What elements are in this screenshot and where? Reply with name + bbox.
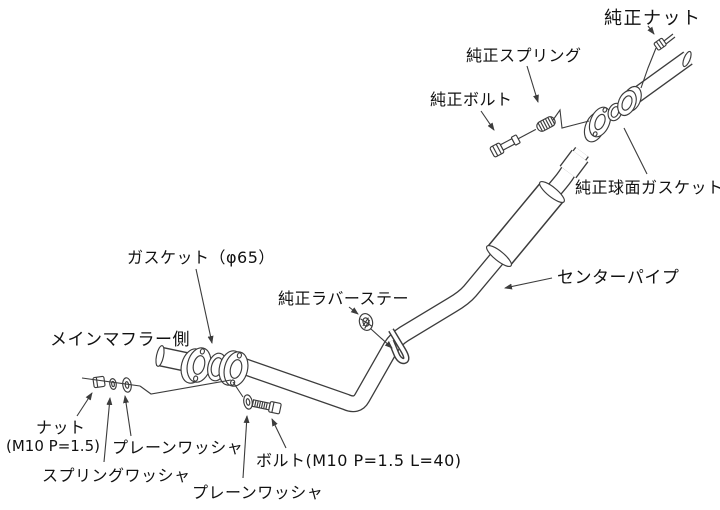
resonator — [486, 180, 565, 268]
leader-lines — [81, 47, 657, 398]
flange-bolt-hole — [199, 348, 206, 355]
labels: 純正ナット 純正スプリング 純正ボルト 純正球面ガスケット センターパイプ ガス… — [6, 8, 720, 502]
stub-open-end — [155, 345, 165, 367]
label-main-muffler-side: メインマフラー側 — [50, 330, 190, 350]
front-pipe-flange — [617, 85, 642, 117]
arrow-stay-to-hook — [370, 328, 393, 349]
arrow-oem-nut — [647, 25, 655, 35]
arrow-bolt — [271, 418, 287, 449]
oem-rubber-stay — [358, 313, 374, 331]
label-bolt-spec: ボルト(M10 P=1.5 L=40) — [256, 451, 462, 470]
arrow-center-pipe — [504, 277, 553, 290]
label-center-pipe: センターパイプ — [557, 268, 679, 288]
flange-bolt-hole — [192, 375, 199, 382]
oem-nut — [653, 37, 667, 51]
center-pipe-flange — [218, 350, 249, 387]
front-pipe — [629, 50, 693, 104]
flange-bolt-hole — [602, 107, 608, 113]
oem-bolt — [489, 128, 537, 158]
plain-washer-lower — [243, 394, 253, 410]
arrow-plain-washer-lower — [242, 415, 250, 479]
nut-m10 — [92, 375, 106, 389]
label-oem-spherical-gasket: 純正球面ガスケット — [575, 178, 720, 197]
bolt-m10 — [251, 399, 282, 415]
label-oem-spring: 純正スプリング — [466, 46, 582, 65]
flange-bolt-hole — [229, 379, 236, 386]
label-nut: ナット — [36, 418, 86, 437]
muffler-flange — [180, 347, 212, 384]
spring-washer — [109, 378, 117, 390]
flange-bolt-hole — [236, 352, 243, 359]
callout-arrows — [76, 25, 655, 479]
center-pipe-top-flange — [583, 106, 612, 143]
arrow-gasket-phi65 — [195, 268, 214, 344]
arrow-oem-bolt — [480, 110, 495, 131]
resonator-end-cap-upper — [539, 180, 565, 204]
front-pipe-open-end — [682, 50, 692, 68]
arrow-rubber-stay — [348, 306, 359, 315]
label-oem-bolt: 純正ボルト — [430, 90, 513, 109]
label-oem-rubber-stay: 純正ラバーステー — [278, 289, 409, 308]
oem-spring — [536, 116, 556, 132]
label-nut-spec: (M10 P=1.5) — [6, 437, 100, 455]
center-pipe-body — [240, 146, 589, 413]
arrow-plain-washer-upper — [123, 395, 132, 437]
label-plain-washer-lower: プレーンワッシャ — [192, 483, 323, 502]
arrow-nut — [76, 392, 93, 417]
resonator-end-cap-lower — [486, 244, 512, 268]
arrow-oem-spring — [526, 65, 539, 103]
label-plain-washer-upper: プレーンワッシャ — [112, 438, 243, 457]
arrow-spring-washer — [103, 397, 113, 463]
oem-stud — [663, 33, 676, 45]
label-spring-washer: スプリングワッシャ — [42, 466, 191, 485]
label-gasket-phi65: ガスケット（φ65） — [127, 248, 275, 267]
hanger-hook — [388, 328, 410, 365]
flange-bolt-hole — [592, 131, 598, 137]
label-oem-nut: 純正ナット — [604, 8, 702, 29]
